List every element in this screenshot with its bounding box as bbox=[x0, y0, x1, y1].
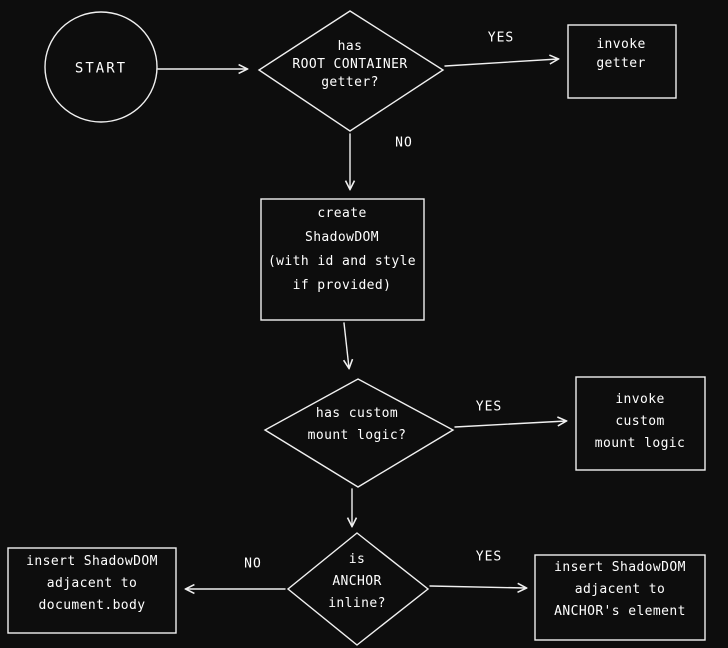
label-line: insert ShadowDOM bbox=[26, 554, 158, 569]
label-line: insert ShadowDOM bbox=[554, 560, 686, 575]
decision-root-container-label: has ROOT CONTAINER getter? bbox=[292, 38, 407, 92]
decision-custom-mount-shape bbox=[263, 378, 455, 488]
edge-create-to-custom-decision bbox=[344, 322, 349, 368]
decision-anchor-inline-label: is ANCHOR inline? bbox=[328, 549, 386, 615]
edge-anchor-yes bbox=[429, 586, 526, 588]
label-line: getter? bbox=[321, 75, 379, 90]
insert-anchor-element-shape bbox=[534, 554, 706, 641]
start-node-label: START bbox=[75, 60, 127, 79]
invoke-getter-label: invoke getter bbox=[596, 35, 645, 73]
label-line: ROOT CONTAINER bbox=[292, 57, 408, 72]
edge-label-anchor-yes: YES bbox=[475, 549, 503, 565]
label-line: has bbox=[337, 39, 363, 54]
invoke-custom-mount-shape bbox=[575, 376, 706, 471]
label-line: custom bbox=[615, 414, 665, 429]
label-line: adjacent to bbox=[46, 576, 138, 591]
label-line: ANCHOR bbox=[332, 574, 382, 589]
label-line: START bbox=[74, 60, 128, 77]
edge-label-root-yes: YES bbox=[487, 30, 515, 46]
label-line: if provided) bbox=[292, 278, 392, 293]
create-shadowdom-label: create ShadowDOM (with id and style if p… bbox=[268, 202, 416, 298]
label-line: (with id and style bbox=[267, 254, 417, 269]
label-line: getter bbox=[596, 56, 646, 71]
label-line: ANCHOR's element bbox=[554, 604, 686, 619]
edge-label-custom-yes: YES bbox=[475, 399, 503, 415]
decision-anchor-inline-shape bbox=[286, 532, 430, 646]
edge-label-root-no: NO bbox=[395, 135, 413, 151]
insert-document-body-shape bbox=[7, 547, 177, 634]
edge-root-yes bbox=[444, 59, 558, 67]
create-shadowdom-shape bbox=[260, 198, 425, 321]
label-line: inline? bbox=[328, 596, 386, 611]
invoke-custom-mount-label: invoke custom mount logic bbox=[595, 389, 686, 455]
insert-document-body-label: insert ShadowDOM adjacent to document.bo… bbox=[26, 551, 158, 617]
label-line: mount logic? bbox=[307, 428, 407, 443]
label-line: ShadowDOM bbox=[304, 230, 380, 245]
insert-anchor-element-label: insert ShadowDOM adjacent to ANCHOR's el… bbox=[554, 557, 686, 623]
label-line: create bbox=[317, 206, 367, 221]
label-line: is bbox=[348, 552, 366, 567]
edge-label-anchor-no: NO bbox=[244, 556, 262, 572]
label-line: adjacent to bbox=[574, 582, 666, 597]
label-line: has custom bbox=[315, 406, 399, 421]
edge-custom-yes bbox=[454, 421, 566, 428]
start-node-shape bbox=[44, 11, 158, 123]
label-line: document.body bbox=[38, 598, 146, 613]
decision-root-container-shape bbox=[257, 10, 445, 132]
decision-custom-mount-label: has custom mount logic? bbox=[308, 403, 407, 447]
label-line: mount logic bbox=[594, 436, 686, 451]
label-line: invoke bbox=[596, 37, 646, 52]
label-line: invoke bbox=[615, 392, 665, 407]
invoke-getter-shape bbox=[567, 24, 677, 99]
